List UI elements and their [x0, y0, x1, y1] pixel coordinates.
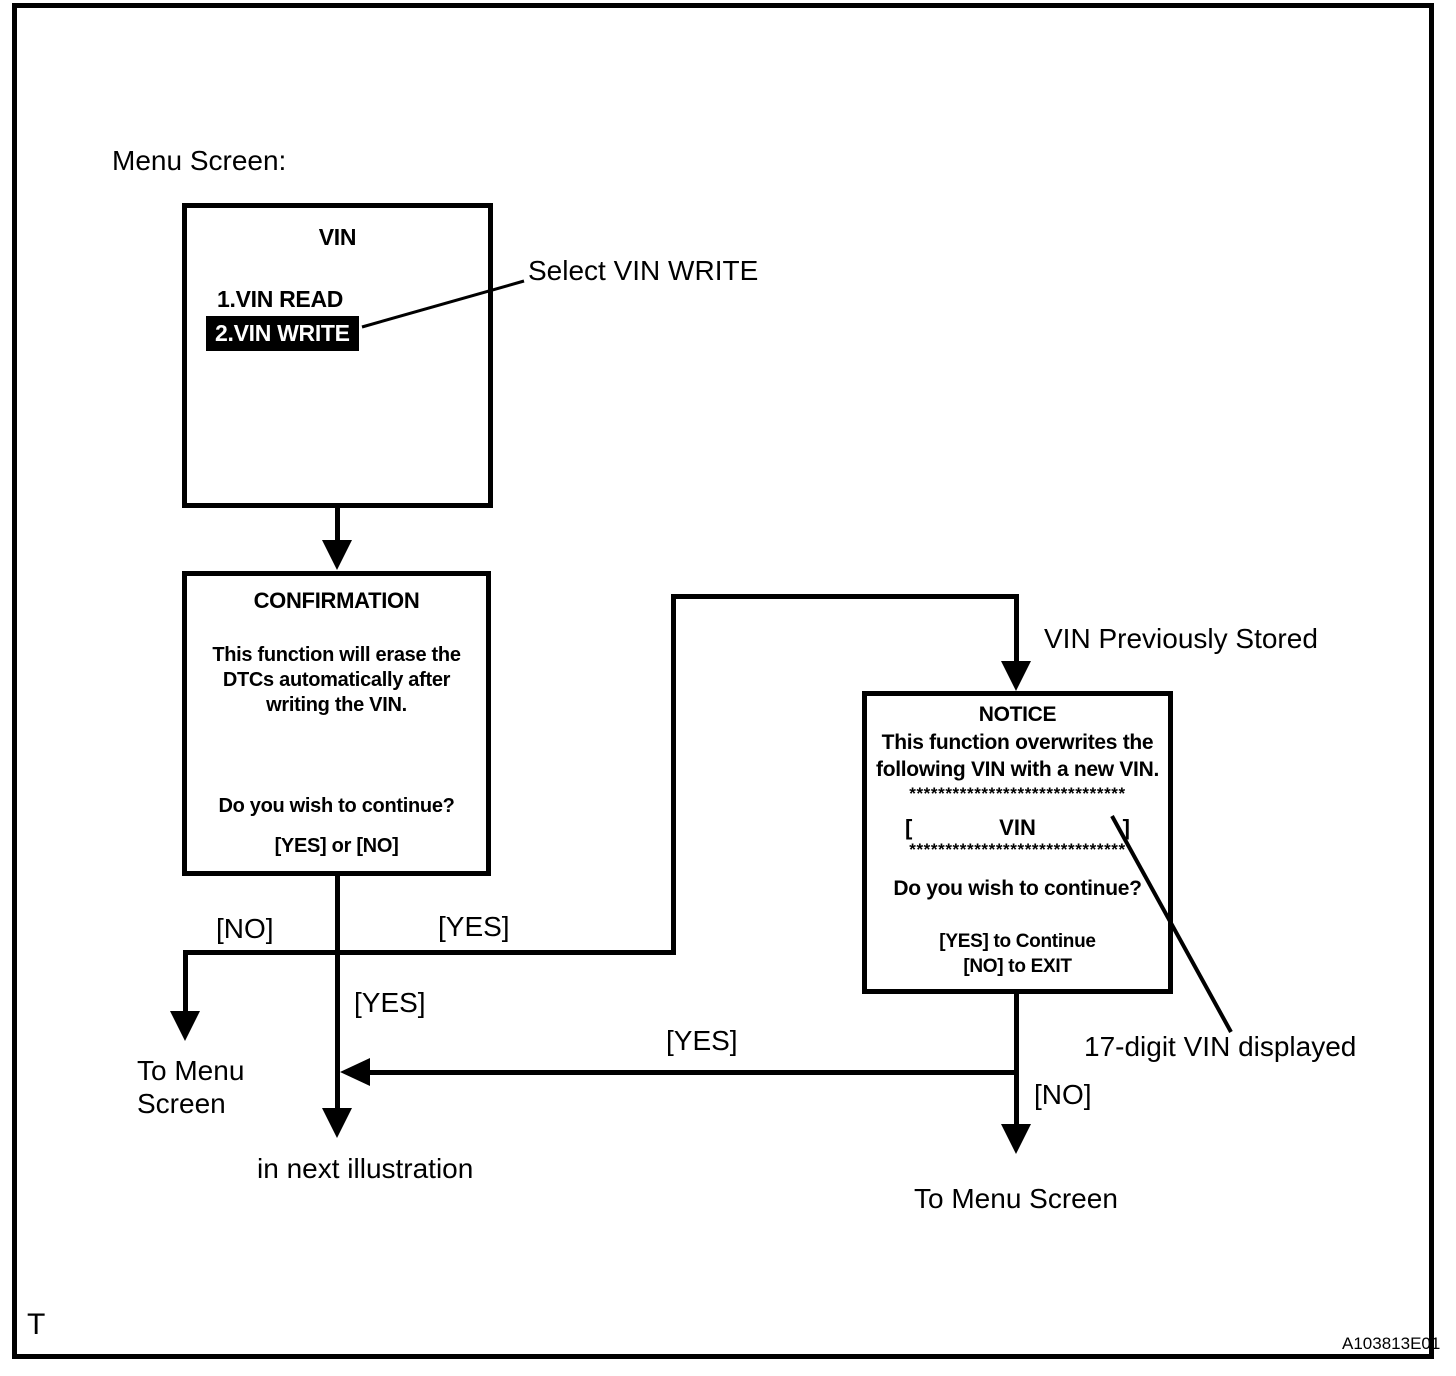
flow-line-vin-to-confirm: [335, 505, 340, 543]
confirmation-body: This function will erase the DTCs automa…: [212, 644, 461, 716]
arrowhead-to-menu-left: [170, 1011, 200, 1041]
flow-line-yes-over: [671, 594, 1019, 599]
notice-screen: NOTICE This function overwrites the foll…: [862, 691, 1173, 994]
notice-title: NOTICE: [978, 703, 1057, 726]
vin-menu-title: VIN: [318, 224, 357, 250]
flow-line-notice-down: [1014, 993, 1019, 1127]
flow-line-no-down: [183, 950, 188, 1014]
notice-question: Do you wish to continue?: [893, 877, 1142, 900]
flow-line-branch: [183, 950, 676, 955]
vin-menu-screen: VIN 1.VIN READ 2.VIN WRITE: [182, 203, 493, 508]
vin-bracket-close: ]: [1122, 815, 1130, 840]
notice-option-yes: [YES] to Continue: [939, 931, 1096, 952]
notice-option-no: [NO] to EXIT: [963, 956, 1072, 977]
arrowhead-yes-return: [340, 1058, 370, 1086]
label-yes-branch: [YES]: [438, 911, 510, 942]
label-yes-down: [YES]: [354, 987, 426, 1018]
figure-code: A103813E01: [1342, 1334, 1441, 1353]
footer-left-mark: T: [27, 1308, 46, 1341]
arrowhead-into-confirm: [322, 540, 352, 570]
vin-value-placeholder: VIN: [999, 815, 1036, 840]
confirmation-title: CONFIRMATION: [253, 588, 420, 613]
label-vin-previously-stored: VIN Previously Stored: [1044, 623, 1318, 654]
flow-line-yes-up: [671, 594, 676, 955]
label-to-menu-left: To Menu Screen: [137, 1055, 245, 1119]
confirmation-options: [YES] or [NO]: [274, 835, 399, 857]
confirmation-question: Do you wish to continue?: [218, 795, 455, 817]
flow-line-into-notice: [1014, 594, 1019, 664]
label-yes-return: [YES]: [666, 1025, 738, 1056]
menu-item-vin-write[interactable]: 2.VIN WRITE: [206, 316, 359, 351]
vin-bracket-open: [: [905, 815, 913, 840]
label-no-branch: [NO]: [216, 913, 274, 944]
callout-select-vin-write: Select VIN WRITE: [528, 255, 759, 286]
arrowhead-next-illustration: [322, 1108, 352, 1138]
label-no-down: [NO]: [1034, 1079, 1092, 1110]
notice-stars-bottom: ******************************: [909, 840, 1126, 859]
menu-item-vin-read[interactable]: 1.VIN READ: [217, 286, 344, 312]
label-to-menu-right: To Menu Screen: [914, 1183, 1118, 1214]
arrowhead-to-menu-right: [1001, 1124, 1031, 1154]
page-title: Menu Screen:: [112, 145, 287, 176]
callout-vin-digits: 17-digit VIN displayed: [1084, 1031, 1357, 1062]
confirmation-screen: CONFIRMATION This function will erase th…: [182, 571, 491, 876]
figure-border: [12, 3, 1434, 1359]
notice-vin-row: [ VIN ]: [867, 815, 1168, 841]
label-next-illustration: in next illustration: [257, 1153, 474, 1184]
arrowhead-into-notice: [1001, 661, 1031, 691]
flow-line-confirm-down: [335, 873, 340, 1112]
notice-stars-top: ******************************: [909, 784, 1126, 803]
flow-line-yes-return: [366, 1070, 1019, 1075]
notice-body: This function overwrites the following V…: [876, 731, 1159, 781]
